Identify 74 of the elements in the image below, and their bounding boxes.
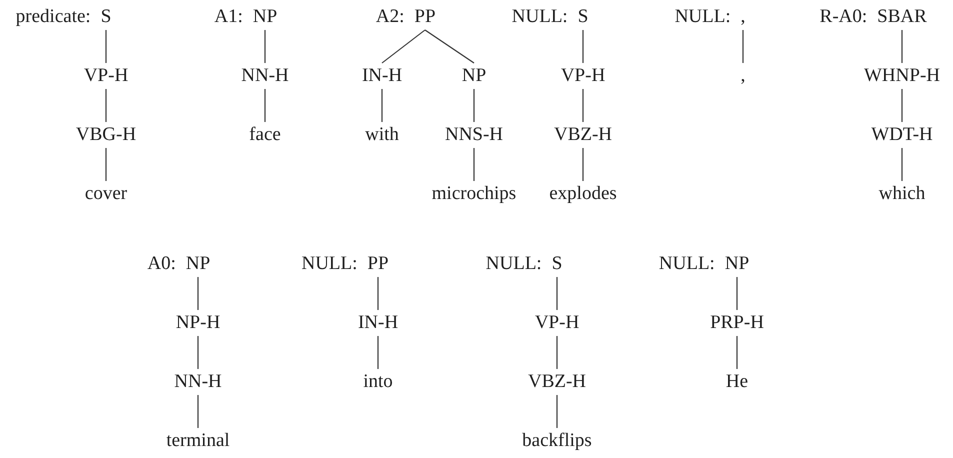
word-label: with — [363, 122, 401, 148]
role-label: R-A0: — [820, 5, 868, 29]
phrase-label: IN-H — [356, 310, 400, 336]
tree-branch — [264, 89, 266, 122]
phrase-label: NP — [184, 251, 212, 277]
role-label: NULL: — [301, 252, 358, 276]
tree-branch — [473, 89, 475, 122]
tree-branch — [197, 336, 199, 369]
tree-branch — [901, 89, 903, 122]
tree-branch — [582, 148, 584, 181]
role-label: predicate: — [16, 5, 91, 29]
tree-branch — [105, 89, 107, 122]
word-label: He — [724, 369, 750, 395]
word-label: explodes — [547, 181, 619, 207]
phrase-label: WHNP-H — [862, 63, 942, 89]
tree-branch — [556, 395, 558, 428]
phrase-label: NP — [250, 4, 280, 30]
tree-branch — [377, 277, 379, 310]
phrase-label: NP — [460, 63, 488, 89]
role-label: A1: — [214, 5, 243, 29]
word-label: microchips — [430, 181, 518, 207]
tree-branch — [901, 148, 903, 181]
word-label: face — [247, 122, 283, 148]
role-label: A0: — [147, 252, 176, 276]
word-label: terminal — [164, 428, 232, 454]
tree-branch — [736, 277, 738, 310]
phrase-label: S — [550, 251, 564, 277]
tree-branch — [556, 277, 558, 310]
phrase-label: NN-H — [172, 369, 224, 395]
phrase-label: VP-H — [558, 63, 608, 89]
tree-branch — [105, 30, 107, 63]
phrase-label: IN-H — [360, 63, 404, 89]
tree-branch — [377, 336, 379, 369]
tree-branch — [424, 30, 474, 64]
tree-branch — [473, 148, 475, 181]
role-label: NULL: — [486, 252, 542, 276]
word-label: which — [876, 181, 928, 207]
phrase-label: PP — [412, 4, 438, 30]
tree-branch — [736, 336, 738, 369]
phrase-label: , — [738, 4, 748, 30]
word-label: cover — [82, 181, 130, 207]
phrase-label: S — [98, 4, 114, 30]
phrase-label: VBZ-H — [552, 122, 614, 148]
phrase-label: NNS-H — [442, 122, 506, 148]
phrase-label: NP-H — [174, 310, 222, 336]
tree-branch — [582, 89, 584, 122]
tree-branch — [105, 148, 107, 181]
phrase-label: PRP-H — [708, 310, 766, 336]
tree-branch — [197, 395, 199, 428]
phrase-label: VP-H — [82, 63, 130, 89]
phrase-label: VP-H — [532, 310, 582, 336]
phrase-label: PP — [365, 251, 391, 277]
role-label: NULL: — [674, 5, 731, 29]
phrase-label: SBAR — [875, 4, 929, 30]
phrase-label: VBZ-H — [526, 369, 588, 395]
phrase-label: WDT-H — [869, 122, 935, 148]
tree-branch — [582, 30, 584, 63]
tree-branch — [197, 277, 199, 310]
role-label: A2: — [376, 5, 404, 29]
word-label: into — [361, 369, 395, 395]
word-label: , — [738, 63, 748, 89]
tree-branch — [901, 30, 903, 63]
role-label: NULL: — [512, 5, 568, 29]
word-label: backflips — [520, 428, 594, 454]
tree-branch — [742, 30, 744, 63]
phrase-label: NP — [722, 251, 752, 277]
tree-branch — [556, 336, 558, 369]
phrase-label: S — [576, 4, 590, 30]
role-label: NULL: — [658, 252, 715, 276]
phrase-label: NN-H — [239, 63, 291, 89]
tree-branch — [382, 30, 426, 64]
tree-branch — [381, 89, 383, 122]
tree-branch — [264, 30, 266, 63]
phrase-label: VBG-H — [74, 122, 138, 148]
